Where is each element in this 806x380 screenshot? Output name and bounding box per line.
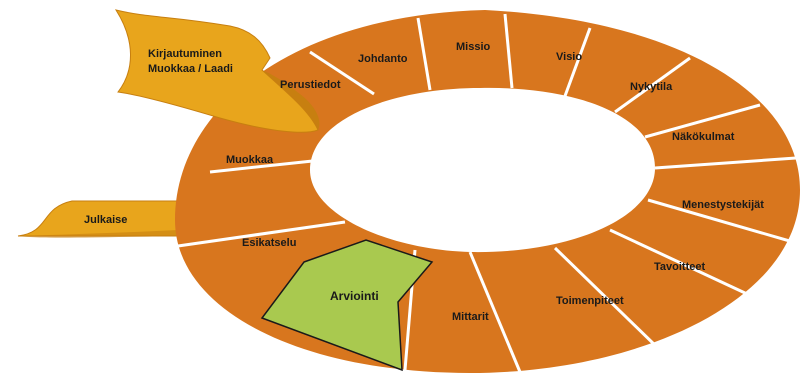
julkaise-tab[interactable] — [17, 200, 216, 237]
segment-label-missio: Missio — [456, 41, 491, 53]
segment-label-muokkaa: Muokkaa — [226, 154, 274, 166]
segment-label-esikatselu: Esikatselu — [242, 237, 296, 249]
segment-label-arviointi: Arviointi — [330, 289, 379, 303]
segment-label-nakokulmat: Näkökulmat — [672, 131, 735, 143]
julkaise-tab-fold — [18, 228, 215, 238]
segment-label-nykytila: Nykytila — [630, 81, 673, 93]
segment-label-mittarit: Mittarit — [452, 311, 489, 323]
publish-tab-label: Julkaise — [84, 214, 127, 226]
ring — [175, 10, 801, 373]
segment-label-visio: Visio — [556, 51, 582, 63]
segment-label-johdanto: Johdanto — [358, 53, 408, 65]
segment-label-menestystekijat: Menestystekijät — [682, 199, 764, 211]
segment-label-tavoitteet: Tavoitteet — [654, 261, 705, 273]
kirjautuminen-tab[interactable] — [114, 9, 319, 133]
segment-arviointi[interactable] — [260, 239, 434, 372]
login-tab-label-line1: Kirjautuminen — [148, 48, 222, 60]
login-tab-label-line2: Muokkaa / Laadi — [148, 63, 233, 75]
segment-label-toimenpiteet: Toimenpiteet — [556, 295, 624, 307]
segment-label-perustiedot: Perustiedot — [280, 79, 341, 91]
segment-dividers — [177, 13, 801, 373]
